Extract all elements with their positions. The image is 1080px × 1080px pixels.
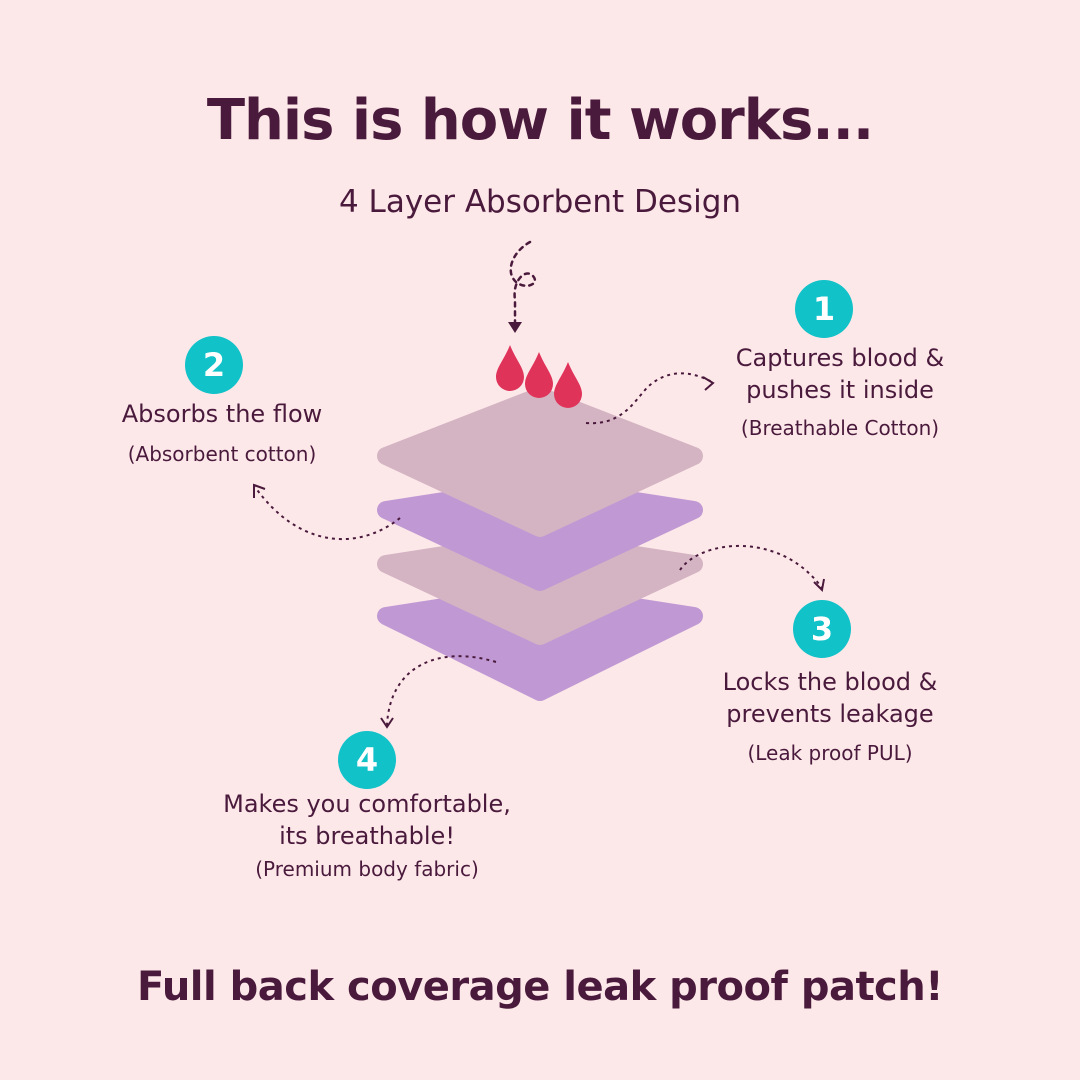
layer-1-shape	[377, 387, 703, 537]
layer-4-material: (Premium body fabric)	[255, 857, 479, 881]
footer-tagline: Full back coverage leak proof patch!	[136, 964, 944, 1010]
page-title: This is how it works...	[206, 88, 874, 153]
arrowhead-4-icon	[380, 717, 394, 729]
layer-4-line-2: its breathable!	[279, 822, 455, 850]
badge-3: 3	[793, 600, 851, 658]
arrowhead-icon	[508, 322, 522, 333]
layer-3-line-1: Locks the blood &	[722, 668, 938, 696]
layer-1-line-1: Captures blood &	[735, 344, 945, 372]
badge-1: 1	[795, 280, 853, 338]
arrowhead-1-icon	[702, 376, 715, 391]
blood-drop-icon	[496, 345, 582, 408]
page-subtitle: 4 Layer Absorbent Design	[338, 184, 742, 220]
arrowhead-3-icon	[813, 578, 825, 593]
layer-3-line-2: prevents leakage	[726, 700, 934, 728]
layer-1-line-2: pushes it inside	[746, 376, 934, 404]
arrow-layer-2	[254, 486, 401, 541]
curly-arrow-icon	[509, 240, 536, 328]
layer-2-description: Absorbs the flow	[121, 400, 323, 428]
layer-4-line-1: Makes you comfortable,	[223, 790, 511, 818]
badge-4: 4	[338, 731, 396, 789]
layer-3-description: Locks the blood & prevents leakage	[680, 666, 980, 730]
layer-3-material: (Leak proof PUL)	[747, 741, 913, 765]
arrow-layer-1	[585, 372, 713, 425]
badge-2: 2	[185, 336, 243, 394]
layer-2-material: (Absorbent cotton)	[127, 442, 317, 466]
layer-1-description: Captures blood & pushes it inside	[700, 342, 980, 406]
layer-4-description: Makes you comfortable, its breathable!	[200, 788, 534, 852]
layer-1-material: (Breathable Cotton)	[740, 416, 940, 440]
arrowhead-2-icon	[253, 483, 266, 498]
